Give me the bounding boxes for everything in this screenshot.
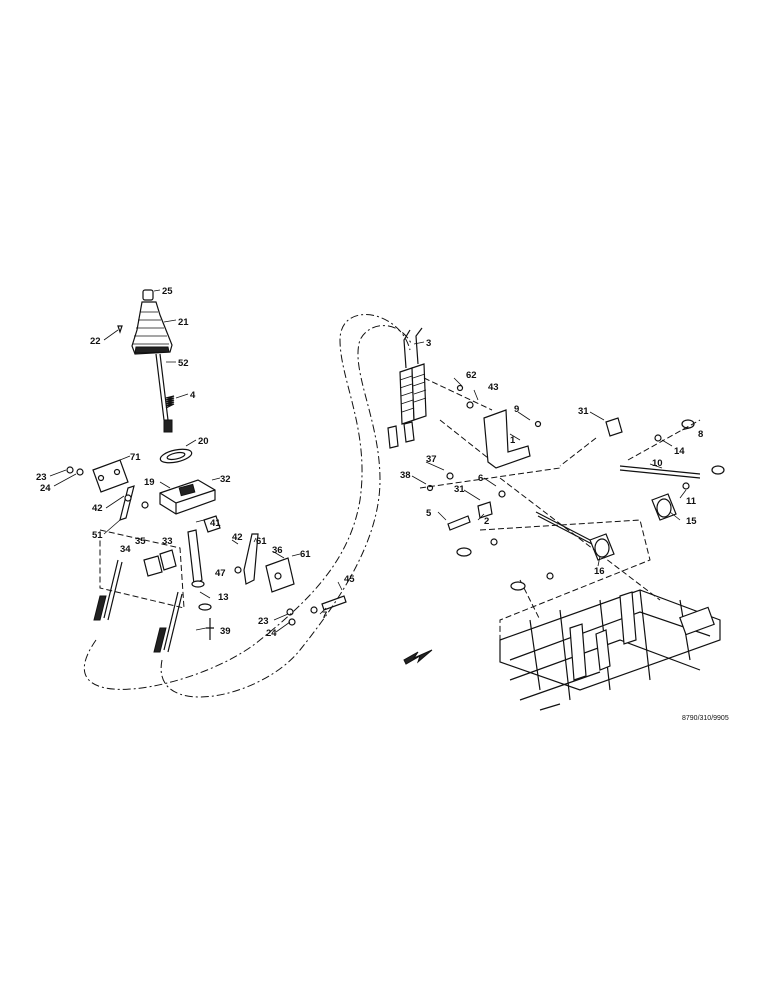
callout-41: 41 xyxy=(210,518,221,529)
cable-end-left xyxy=(103,559,123,621)
callout-36: 36 xyxy=(272,545,283,556)
callout-16: 16 xyxy=(594,566,605,577)
washer xyxy=(76,468,84,476)
shift-arm-61 xyxy=(243,533,259,585)
callout-31: 31 xyxy=(454,484,465,495)
lever-knob-cap xyxy=(142,289,154,301)
callout-45: 45 xyxy=(344,574,355,585)
callout-9: 9 xyxy=(514,404,519,415)
callout-43: 43 xyxy=(488,382,499,393)
callout-2: 2 xyxy=(484,516,489,527)
lever-housing xyxy=(159,479,216,515)
callout-42: 42 xyxy=(92,503,103,514)
callout-13: 13 xyxy=(218,592,229,603)
gear-lever-assembly xyxy=(66,289,347,653)
callout-7: 7 xyxy=(322,610,327,621)
callout-22: 22 xyxy=(90,336,101,347)
callout-47: 47 xyxy=(215,568,226,579)
pivot-shaft xyxy=(187,529,203,585)
disc-8 xyxy=(681,419,695,429)
callout-23b: 23 xyxy=(258,616,269,627)
mounting-plate xyxy=(92,459,129,493)
callout-5: 5 xyxy=(426,508,432,519)
washer xyxy=(66,466,74,474)
shift-shaft-assembly xyxy=(456,417,725,591)
callout-62: 62 xyxy=(466,370,477,381)
callout-leaders xyxy=(49,289,691,633)
callout-15: 15 xyxy=(686,516,697,527)
callout-34: 34 xyxy=(120,544,131,555)
callout-6: 6 xyxy=(478,473,483,484)
front-direction-arrow-icon xyxy=(403,649,433,665)
callout-42b: 42 xyxy=(232,532,243,543)
shaft-10 xyxy=(619,465,701,479)
selector-arm xyxy=(119,485,135,521)
callout-20: 20 xyxy=(198,436,209,447)
callout-51: 51 xyxy=(92,530,103,541)
callout-3: 3 xyxy=(426,338,431,349)
pin-5 xyxy=(447,515,471,531)
washer-13 xyxy=(198,603,212,611)
callout-37: 37 xyxy=(426,454,437,465)
callout-8: 8 xyxy=(698,429,703,440)
callout-24: 24 xyxy=(40,483,51,494)
callout-35: 35 xyxy=(135,536,146,547)
callout-labels: 25 22 21 52 4 20 23 24 71 19 32 42 51 34… xyxy=(36,286,703,639)
callout-33: 33 xyxy=(162,536,173,547)
callout-38: 38 xyxy=(400,470,411,481)
bolt-39 xyxy=(206,618,214,640)
cable-end-right xyxy=(163,591,183,653)
pin-45 xyxy=(321,595,347,611)
bracket-35 xyxy=(159,549,177,571)
callout-11: 11 xyxy=(686,496,697,507)
callout-32: 32 xyxy=(220,474,231,485)
lever-rod xyxy=(155,353,169,421)
callout-1: 1 xyxy=(510,435,516,446)
cable-bracket-assembly xyxy=(387,327,661,640)
callout-24b: 24 xyxy=(266,628,277,639)
bracket-34 xyxy=(143,555,163,577)
callout-52: 52 xyxy=(178,358,189,369)
drawing-reference-code: 8790/310/9905 xyxy=(682,715,729,722)
callout-4: 4 xyxy=(190,390,196,401)
cable-route xyxy=(83,314,411,690)
tractor-frame xyxy=(499,589,721,711)
callout-21: 21 xyxy=(178,317,189,328)
callout-10: 10 xyxy=(652,458,663,469)
callout-19: 19 xyxy=(144,477,155,488)
callout-61b: 61 xyxy=(300,549,311,560)
callout-25: 25 xyxy=(162,286,173,297)
callout-31b: 31 xyxy=(578,406,589,417)
cable-route xyxy=(160,325,413,698)
callout-14: 14 xyxy=(674,446,685,457)
callout-71: 71 xyxy=(130,452,141,463)
lever-spring xyxy=(165,395,175,409)
callout-61: 61 xyxy=(256,536,267,547)
support-bracket xyxy=(483,409,531,469)
callout-23: 23 xyxy=(36,472,47,483)
callout-39: 39 xyxy=(220,626,231,637)
